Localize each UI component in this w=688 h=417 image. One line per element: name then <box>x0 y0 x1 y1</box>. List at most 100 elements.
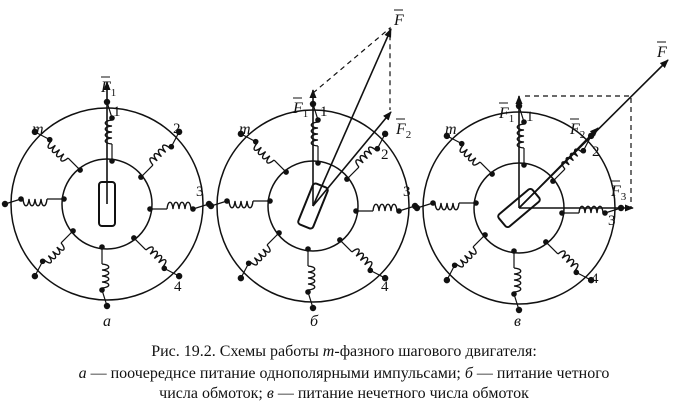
winding-coil <box>166 201 192 210</box>
winding-terminal-dot <box>237 130 245 138</box>
winding-lead <box>375 148 378 151</box>
winding-lead <box>67 157 81 171</box>
force-label-f3-c: F3 <box>610 183 627 203</box>
winding-lead <box>368 268 371 271</box>
winding-coil <box>557 250 579 272</box>
caption-prefix: Рис. 19.2. Схемы работы <box>151 343 323 360</box>
winding-coil <box>459 144 481 166</box>
winding-label-4-b: 4 <box>381 279 389 295</box>
winding-terminal-dot <box>443 132 451 140</box>
winding-terminal-dot <box>587 276 595 284</box>
caption-l2-part: — поочереднсе питание однополярными импу… <box>86 365 465 382</box>
winding-coil <box>43 242 65 264</box>
winding-lead <box>133 237 147 251</box>
winding-lead <box>581 150 584 153</box>
winding-label-4-c: 4 <box>591 271 599 287</box>
motor-diagram-figure: F1 1 2 3 4 m а F1 F2 F 1 2 3 4 m б F1 <box>1 9 669 330</box>
panel-label-b: б <box>310 313 319 330</box>
winding-lead <box>169 146 172 149</box>
winding-lead <box>42 259 45 262</box>
winding-lead <box>255 141 258 144</box>
winding-label-2-a: 2 <box>173 121 181 137</box>
winding-terminal-dot <box>175 272 183 280</box>
winding-lead <box>266 232 280 246</box>
caption-l3-part: числа обмоток; <box>159 385 267 402</box>
caption-l2-part: — питание четного <box>472 365 610 382</box>
figure-caption-title: Рис. 19.2. Схемы работы m-фазного шагово… <box>0 342 688 362</box>
figure-caption-line-2: а — поочереднсе питание однополярными им… <box>0 364 688 384</box>
winding-terminal-dot <box>237 274 245 282</box>
winding-lead <box>461 143 464 146</box>
winding-coil <box>307 265 316 291</box>
winding-lead <box>472 234 486 248</box>
winding-lead <box>273 159 287 173</box>
winding-label-1-a: 1 <box>113 104 121 120</box>
stator-rotor-structure-a <box>1 98 213 310</box>
caption-l2-part: а <box>78 365 87 382</box>
parallelogram-dashed-c <box>525 95 632 208</box>
winding-terminal-dot <box>381 274 389 282</box>
force-label-f1-c: F1 <box>498 105 514 125</box>
winding-terminal-dot <box>1 200 9 208</box>
winding-coil <box>513 267 522 293</box>
winding-lead <box>248 261 251 264</box>
winding-label-m-b: m <box>239 121 251 138</box>
winding-lead <box>552 168 566 182</box>
winding-terminal-dot <box>309 304 317 312</box>
panel-b: F1 F2 F 1 2 3 4 m б <box>207 9 419 330</box>
caption-var: m <box>322 343 335 360</box>
winding-label-2-c: 2 <box>592 144 600 160</box>
winding-label-1-c: 1 <box>526 109 534 125</box>
winding-terminal-dot <box>515 306 523 314</box>
winding-label-3-b: 3 <box>403 184 411 200</box>
force-label-f2-c: F2 <box>569 121 585 141</box>
winding-label-3-a: 3 <box>196 184 204 200</box>
panel-a: F1 1 2 3 4 m а <box>1 76 213 330</box>
force-label-f2-b: F2 <box>395 121 411 141</box>
winding-coil <box>145 246 167 268</box>
winding-terminal-dot <box>443 276 451 284</box>
force-label-f1-a: F1 <box>100 79 116 99</box>
winding-label-m-a: m <box>32 121 44 138</box>
rotor-magnet <box>497 187 541 229</box>
winding-terminal-dot <box>207 202 215 210</box>
winding-terminal-dot <box>413 204 421 212</box>
winding-terminal-dot <box>381 130 389 138</box>
winding-terminal-dot <box>31 272 39 280</box>
figure-caption-line-3: числа обмоток; в — питание нечетного чис… <box>0 384 688 404</box>
winding-label-4-a: 4 <box>174 279 182 295</box>
winding-terminal-dot <box>175 128 183 136</box>
winding-label-3-c: 3 <box>608 213 616 229</box>
winding-terminal-dot <box>103 302 111 310</box>
winding-coil <box>253 142 275 164</box>
caption-suffix: -фазного шагового двигателя: <box>334 343 537 360</box>
winding-coil <box>149 144 171 166</box>
winding-lead <box>140 164 154 178</box>
winding-lead <box>545 241 559 255</box>
winding-label-m-c: m <box>445 121 457 138</box>
caption-l3-part: в <box>266 385 274 402</box>
winding-lead <box>339 239 353 253</box>
winding-lead <box>346 166 360 180</box>
winding-coil <box>434 202 460 211</box>
winding-coil <box>47 140 69 162</box>
force-label-f-b: F <box>393 12 404 29</box>
winding-coil <box>455 246 477 268</box>
parallelogram-dashed-b <box>312 26 391 110</box>
winding-label-1-b: 1 <box>320 104 328 120</box>
force-arrow-f-b <box>312 28 392 207</box>
winding-coil <box>372 203 398 212</box>
winding-coil <box>561 148 583 170</box>
winding-lead <box>574 270 577 273</box>
winding-coil <box>249 244 271 266</box>
winding-coil <box>351 248 373 270</box>
force-label-f-c: F <box>656 44 667 61</box>
winding-coil <box>22 198 48 207</box>
winding-terminal-dot <box>31 128 39 136</box>
winding-lead <box>60 230 74 244</box>
caption-l3-part: — питание нечетного числа обмоток <box>273 385 529 402</box>
winding-lead <box>49 139 52 142</box>
caption-l2-part: б <box>464 365 473 382</box>
panel-c: F1 F2 F3 F 1 2 3 4 m в <box>413 41 669 330</box>
stator-rotor-structure-b <box>207 100 419 312</box>
